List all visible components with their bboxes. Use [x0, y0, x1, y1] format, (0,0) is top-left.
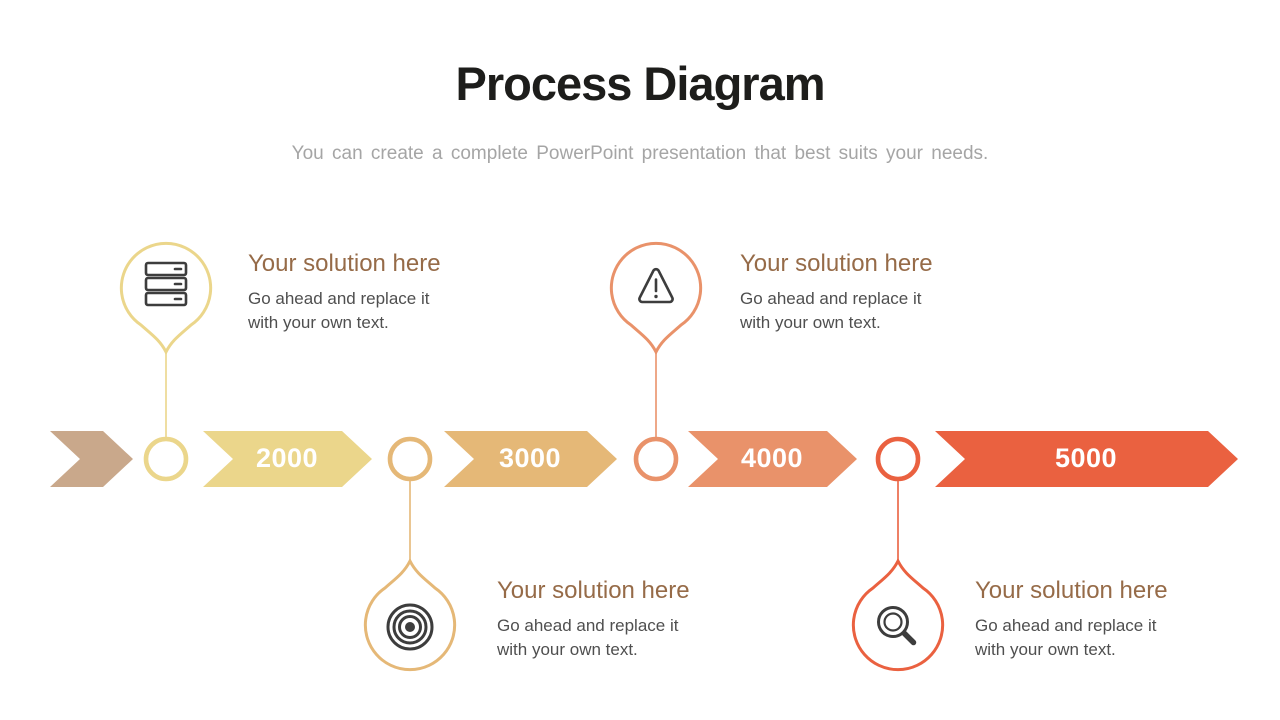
timeline-node — [875, 436, 921, 482]
timeline-node — [143, 436, 189, 482]
warning-icon — [638, 267, 674, 304]
marker-pin — [119, 241, 213, 354]
solution-heading: Your solution here — [975, 577, 1168, 604]
solution-heading: Your solution here — [497, 577, 690, 604]
timeline-arrow-3000 — [444, 431, 617, 487]
timeline-arrow-5000 — [935, 431, 1238, 487]
solution-block-target: Your solution here Go ahead and replace … — [497, 577, 727, 662]
solution-heading: Your solution here — [740, 250, 933, 277]
search-icon — [877, 606, 917, 646]
solution-block-server: Your solution here Go ahead and replace … — [248, 250, 478, 335]
solution-heading: Your solution here — [248, 250, 441, 277]
solution-block-search: Your solution here Go ahead and replace … — [975, 577, 1205, 662]
timeline-arrow-4000 — [688, 431, 857, 487]
arrow-label-4000: 4000 — [740, 443, 804, 473]
marker-target — [363, 436, 457, 672]
arrow-label-2000: 2000 — [255, 443, 319, 473]
target-icon — [386, 603, 434, 651]
solution-body: Go ahead and replace it with your own te… — [740, 289, 922, 333]
solution-body: Go ahead and replace it with your own te… — [975, 616, 1157, 660]
marker-warning — [609, 241, 703, 482]
solution-body: Go ahead and replace it with your own te… — [248, 289, 430, 333]
page-subtitle: You can create a complete PowerPoint pre… — [291, 143, 989, 164]
marker-search — [851, 436, 945, 672]
solution-body: Go ahead and replace it with your own te… — [497, 616, 679, 660]
server-icon — [144, 261, 188, 307]
start-chevron — [50, 431, 133, 487]
page-title: Process Diagram — [455, 57, 825, 110]
solution-block-warning: Your solution here Go ahead and replace … — [740, 250, 970, 335]
timeline-node — [633, 436, 679, 482]
marker-server — [119, 241, 213, 482]
timeline-node — [387, 436, 433, 482]
arrow-label-3000: 3000 — [498, 443, 562, 473]
arrow-label-5000: 5000 — [1054, 443, 1118, 473]
timeline-arrow-2000 — [203, 431, 372, 487]
